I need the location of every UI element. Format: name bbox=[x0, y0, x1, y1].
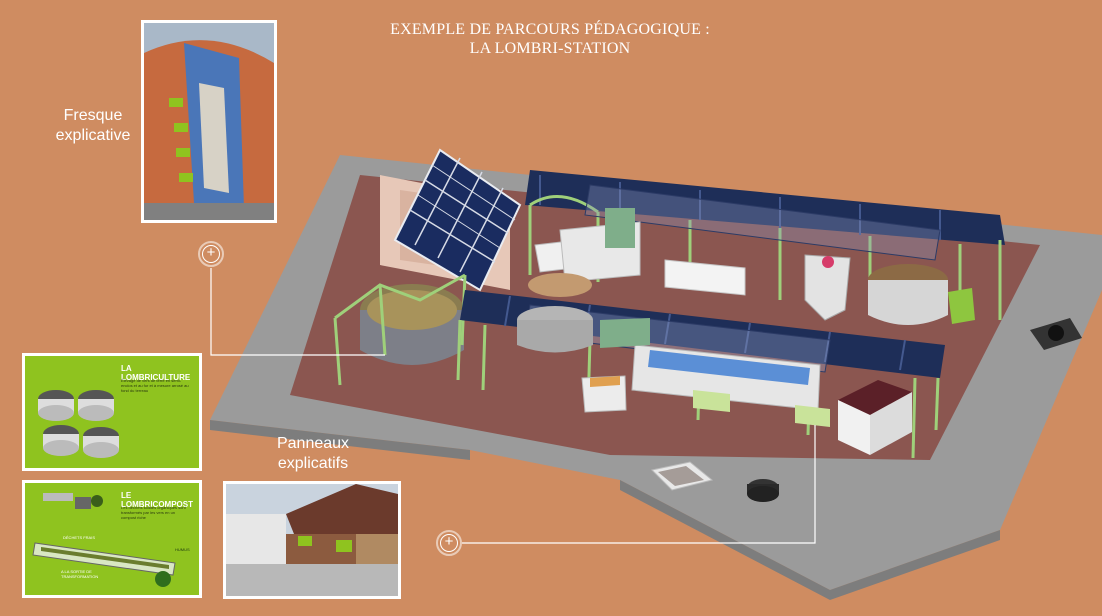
panneaux-image bbox=[226, 484, 398, 596]
wheelie-bin bbox=[948, 288, 975, 324]
lombriculture-card-text: Élevage de vers de terre en semi-enclos … bbox=[121, 378, 189, 393]
compost-bin-1 bbox=[528, 273, 592, 297]
compost-tube-illustration bbox=[32, 493, 176, 587]
back-tank-2 bbox=[664, 259, 746, 296]
lombriculture-card-title: LA LOMBRICULTURE bbox=[121, 364, 191, 382]
connector-lines bbox=[210, 268, 816, 544]
bins-illustration bbox=[38, 390, 119, 458]
lombricompost-card-title: LE LOMBRICOMPOST bbox=[121, 491, 193, 509]
sortie-label: A LA SORTIE DE TRANSFORMATION bbox=[61, 569, 99, 579]
diagram-title: EXEMPLE DE PARCOURS PÉDAGOGIQUE : LA LOM… bbox=[360, 20, 740, 58]
panneaux-label-line-1: Panneaux bbox=[276, 435, 350, 452]
title-line-2: LA LOMBRI-STATION bbox=[469, 40, 631, 57]
compost-tray bbox=[838, 380, 912, 415]
panneaux-label: Panneaux explicatifs bbox=[258, 434, 368, 474]
solar-panel bbox=[393, 148, 522, 292]
sign-panel-1 bbox=[693, 390, 730, 412]
sign-panel-2 bbox=[795, 405, 830, 427]
plus-circle-icon[interactable] bbox=[198, 241, 224, 267]
title-line-1: EXEMPLE DE PARCOURS PÉDAGOGIQUE : bbox=[390, 21, 710, 38]
lombriculture-card[interactable]: LA LOMBRICULTURE Élevage de vers de terr… bbox=[22, 353, 202, 471]
fresque-label: Fresque explicative bbox=[45, 106, 141, 146]
humus-label: HUMUS bbox=[175, 547, 190, 552]
panneaux-label-line-2: explicatifs bbox=[277, 455, 349, 472]
fresque-image bbox=[144, 23, 274, 220]
dechets-frais-label: DÉCHETS FRAIS bbox=[63, 535, 96, 540]
fresque-label-line-2: explicative bbox=[55, 127, 131, 144]
plus-circle-icon[interactable] bbox=[436, 530, 462, 556]
panneaux-photo[interactable] bbox=[223, 481, 401, 599]
lombricompost-card-text: Les déchets solides organiques sont tran… bbox=[121, 505, 186, 520]
lombricompost-card[interactable]: LE LOMBRICOMPOST Les déchets solides org… bbox=[22, 480, 202, 598]
fresque-label-line-1: Fresque bbox=[63, 107, 123, 124]
fresque-photo[interactable] bbox=[141, 20, 277, 223]
